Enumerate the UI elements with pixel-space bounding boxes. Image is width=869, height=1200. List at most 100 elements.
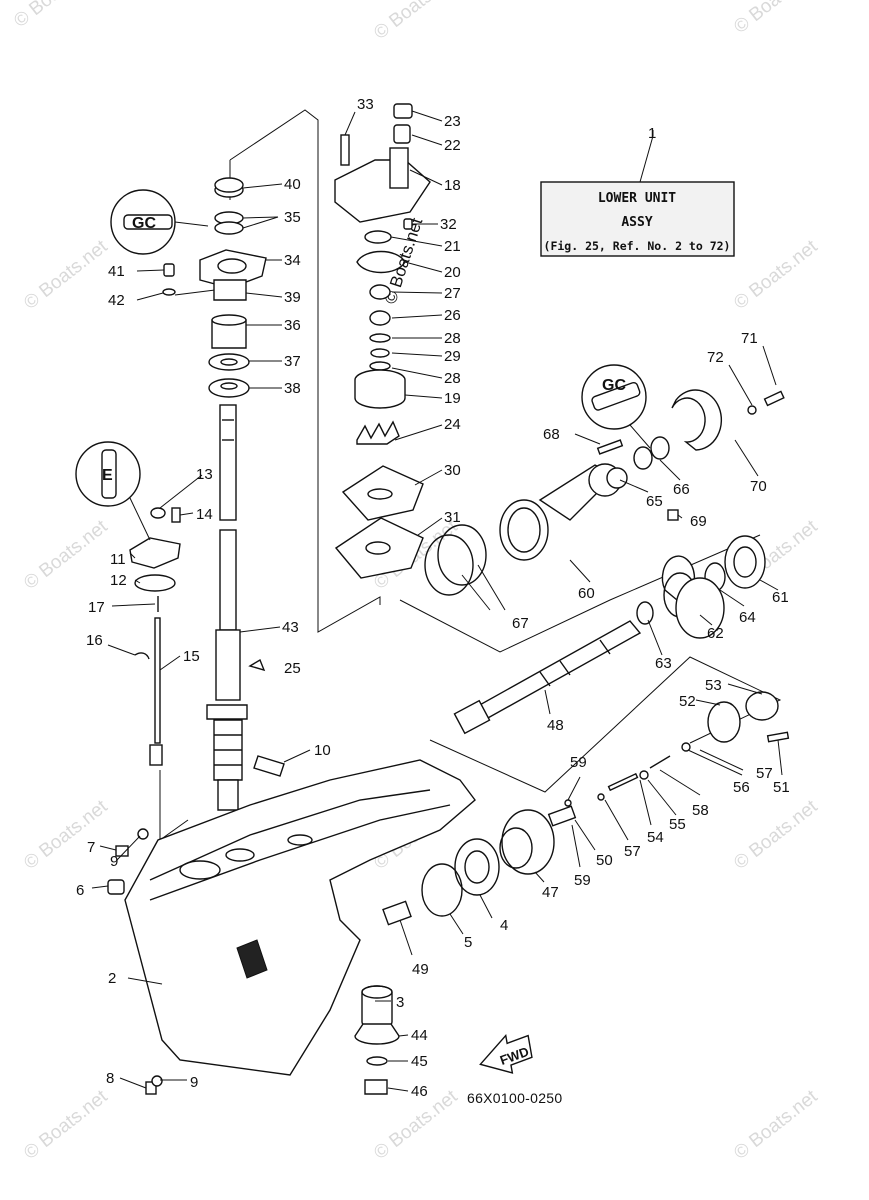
callout-17: 17 — [88, 599, 105, 616]
callout-7: 7 — [87, 839, 95, 856]
callout-38: 38 — [284, 380, 301, 397]
leader-lines — [91, 110, 783, 1092]
callout-24: 24 — [444, 416, 461, 433]
callout-46: 46 — [411, 1083, 428, 1100]
callout-20: 20 — [444, 264, 461, 281]
callout-30: 30 — [444, 462, 461, 479]
sealant-markers: GC E GC — [75, 189, 651, 541]
callout-11: 11 — [110, 551, 126, 568]
callout-34: 34 — [284, 252, 301, 269]
callout-27: 27 — [444, 285, 461, 302]
callout-23: 23 — [444, 113, 461, 130]
callout-29: 29 — [444, 348, 461, 365]
callout-5: 5 — [464, 934, 472, 951]
callout-65: 65 — [646, 493, 663, 510]
callout-72: 72 — [707, 349, 724, 366]
callout-41: 41 — [108, 263, 125, 280]
assembly-title-box: LOWER UNIT ASSY (Fig. 25, Ref. No. 2 to … — [540, 135, 735, 257]
fasteners — [107, 263, 285, 1095]
forward-gear-set — [421, 577, 725, 917]
shift-rod-assembly — [129, 507, 181, 766]
callout-43: 43 — [282, 619, 299, 636]
callout-71: 71 — [741, 330, 758, 347]
callout-1: 1 — [648, 125, 656, 142]
callout-44: 44 — [411, 1027, 428, 1044]
callout-67: 67 — [512, 615, 529, 632]
watermark: © Boats.net — [20, 1086, 112, 1164]
callout-40: 40 — [284, 176, 301, 193]
lower-gear-case — [124, 759, 476, 1076]
callout-57b: 57 — [624, 843, 641, 860]
gc-mark: GC — [132, 215, 156, 232]
callout-28: 28 — [444, 330, 461, 347]
watermark: © Boats.net — [730, 796, 822, 874]
drive-shaft — [206, 404, 248, 811]
callout-9b: 9 — [190, 1074, 198, 1091]
watermark: © Boats.net — [370, 0, 462, 44]
upper-bearing-housing — [199, 177, 267, 398]
callout-21: 21 — [444, 238, 461, 255]
gc-mark: GC — [602, 377, 626, 394]
callout-49: 49 — [412, 961, 429, 978]
callout-48: 48 — [547, 717, 564, 734]
callout-10: 10 — [314, 742, 331, 759]
callout-69: 69 — [690, 513, 707, 530]
callout-64: 64 — [739, 609, 756, 626]
callout-8: 8 — [106, 1070, 114, 1087]
watermark: © Boats.net — [730, 236, 822, 314]
callout-32: 32 — [440, 216, 457, 233]
callout-9: 9 — [110, 853, 118, 870]
propeller-shaft — [453, 620, 790, 827]
watermark: © Boats.net — [20, 516, 112, 594]
callout-3: 3 — [396, 994, 404, 1011]
e-mark: E — [102, 467, 113, 484]
callout-50: 50 — [596, 852, 613, 869]
forward-direction-arrow: FWD — [479, 1033, 533, 1074]
callout-62: 62 — [707, 625, 724, 642]
callout-39: 39 — [284, 289, 301, 306]
callout-37: 37 — [284, 353, 301, 370]
callout-68: 68 — [543, 426, 560, 443]
callout-47: 47 — [542, 884, 559, 901]
title-line-3: (Fig. 25, Ref. No. 2 to 72) — [544, 239, 731, 253]
callout-55: 55 — [669, 816, 686, 833]
callout-60: 60 — [578, 585, 595, 602]
pinion-gear-set — [354, 900, 412, 1095]
callout-52: 52 — [679, 693, 696, 710]
title-line-1: LOWER UNIT — [598, 191, 676, 206]
callout-labels: 1 2 3 4 5 6 7 8 9 9 10 11 12 13 14 15 16… — [76, 96, 790, 1100]
callout-59b: 59 — [574, 872, 591, 889]
water-pump-assembly — [334, 103, 431, 579]
callout-63: 63 — [655, 655, 672, 672]
callout-57: 57 — [756, 765, 773, 782]
callout-15: 15 — [183, 648, 200, 665]
callout-53: 53 — [705, 677, 722, 694]
watermark: © Boats.net — [10, 0, 102, 32]
watermark: © Boats.net — [20, 236, 112, 314]
callout-61: 61 — [772, 589, 789, 606]
watermark: © Boats.net — [20, 796, 112, 874]
callout-59: 59 — [570, 754, 587, 771]
callout-18: 18 — [444, 177, 461, 194]
callout-4: 4 — [500, 917, 508, 934]
callout-33: 33 — [357, 96, 374, 113]
callout-22: 22 — [444, 137, 461, 154]
callout-16: 16 — [86, 632, 103, 649]
callout-2: 2 — [108, 970, 116, 987]
callout-26: 26 — [444, 307, 461, 324]
watermark: © Boats.net — [730, 0, 822, 38]
callout-54: 54 — [647, 829, 664, 846]
callout-28b: 28 — [444, 370, 461, 387]
callout-6: 6 — [76, 882, 84, 899]
callout-25: 25 — [284, 660, 301, 677]
callout-66: 66 — [673, 481, 690, 498]
callout-12: 12 — [110, 572, 127, 589]
callout-58: 58 — [692, 802, 709, 819]
callout-14: 14 — [196, 506, 213, 523]
callout-56: 56 — [733, 779, 750, 796]
callout-36: 36 — [284, 317, 301, 334]
callout-51: 51 — [773, 779, 790, 796]
callout-31: 31 — [444, 509, 461, 526]
diagram-code: 66X0100-0250 — [467, 1090, 562, 1106]
